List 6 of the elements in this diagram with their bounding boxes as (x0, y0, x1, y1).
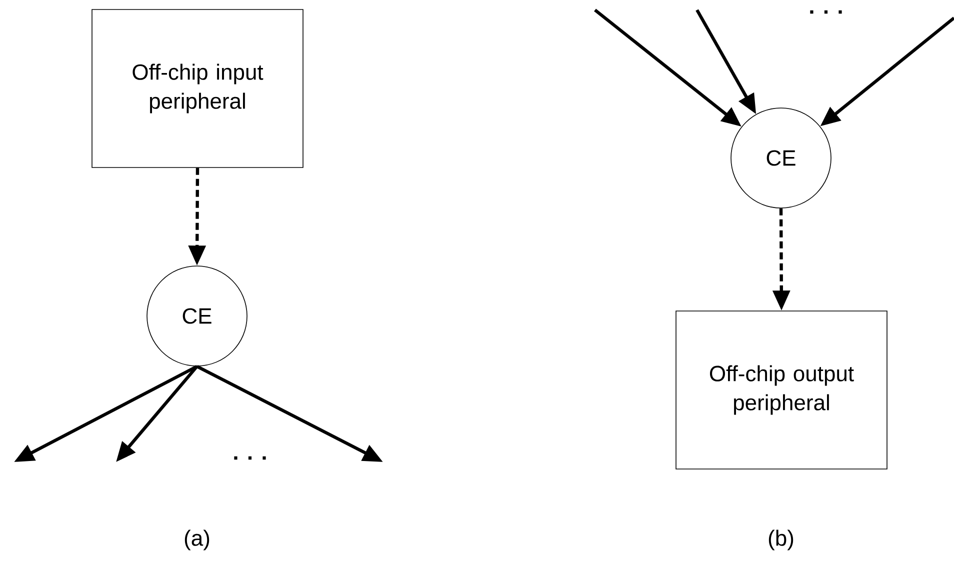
peripheral-box: Off-chip input peripheral (92, 9, 304, 168)
ellipsis: . . . (234, 456, 266, 460)
panel-label: (a) (184, 530, 210, 550)
ellipsis: . . . (810, 10, 842, 14)
peripheral-box: Off-chip output peripheral (676, 310, 888, 470)
panel-label: (b) (768, 530, 794, 550)
